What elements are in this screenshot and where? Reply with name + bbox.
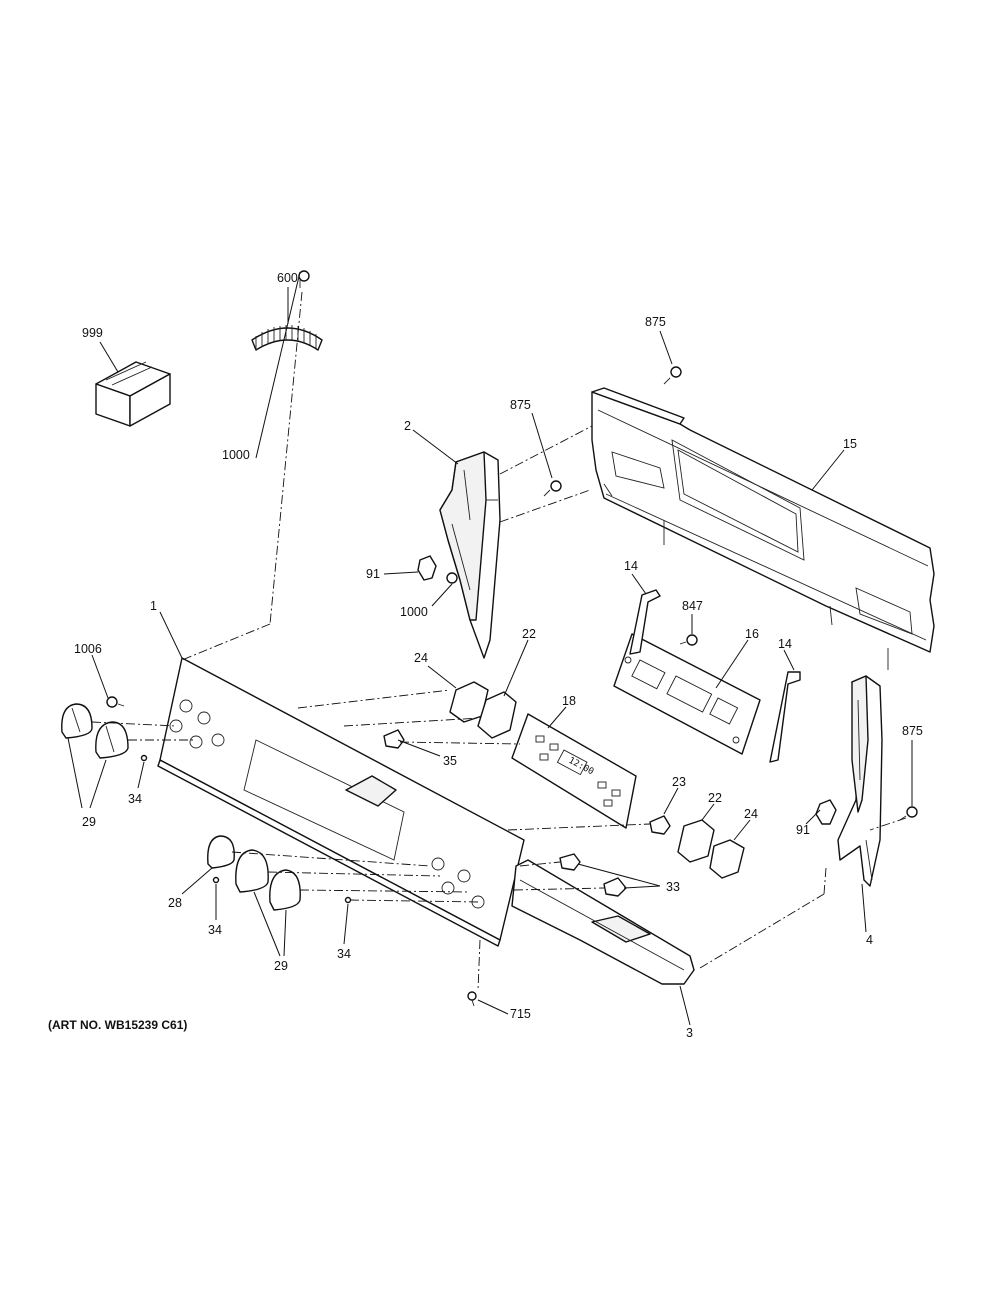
part-16-control-board [613, 633, 761, 755]
part-2-left-endcap [439, 451, 501, 659]
callout-15: 15 [843, 437, 857, 451]
part-14-bracket-left [629, 589, 661, 655]
callout-875-mid: 875 [510, 398, 531, 412]
assembly-lines [91, 291, 907, 991]
part-875-screw-right [899, 806, 918, 821]
callout-715: 715 [510, 1007, 531, 1021]
callout-29-upper: 29 [82, 815, 96, 829]
callout-14-right: 14 [778, 637, 792, 651]
part-33-clip-lower [603, 877, 627, 897]
callout-24-left: 24 [414, 651, 428, 665]
part-22-switch-left [477, 691, 517, 739]
part-23-clip [649, 815, 671, 835]
part-999-box [95, 361, 171, 427]
part-29-knob-lower-a [235, 849, 269, 893]
part-24-switch-right [709, 839, 745, 879]
callout-18: 18 [562, 694, 576, 708]
callout-28: 28 [168, 896, 182, 910]
part-847-screw [679, 634, 698, 646]
callout-875-right: 875 [902, 724, 923, 738]
part-1000-screw-left [446, 572, 458, 584]
callout-22-right: 22 [708, 791, 722, 805]
callout-999: 999 [82, 326, 103, 340]
part-3-lower-trim [511, 859, 695, 985]
callout-1000-top: 1000 [222, 448, 250, 462]
callout-600: 600 [277, 271, 298, 285]
part-33-clip-upper [559, 853, 581, 871]
part-14-bracket-right [769, 671, 801, 763]
part-29-knob-upper-a [61, 703, 93, 739]
callout-22-left: 22 [522, 627, 536, 641]
callout-35: 35 [443, 754, 457, 768]
part-91-bracket-right [815, 799, 837, 825]
callout-14-left: 14 [624, 559, 638, 573]
part-18-touchpad: 12:00 [511, 713, 637, 829]
callout-91-left: 91 [366, 567, 380, 581]
part-29-knob-lower-b [269, 869, 301, 911]
part-1006-screw [106, 696, 125, 708]
callout-1006: 1006 [74, 642, 102, 656]
callout-875-top: 875 [645, 315, 666, 329]
callout-33: 33 [666, 880, 680, 894]
callout-1: 1 [150, 599, 157, 613]
callout-4: 4 [866, 933, 873, 947]
callout-34-upper: 34 [128, 792, 142, 806]
callout-labels: 600 999 875 875 2 15 1000 91 1000 14 847… [74, 271, 923, 1040]
part-29-knob-upper-b [95, 721, 129, 759]
callout-1000-left: 1000 [400, 605, 428, 619]
part-1000-screw-top [298, 270, 310, 288]
part-15-rear-panel [591, 387, 935, 670]
callout-2: 2 [404, 419, 411, 433]
part-22-switch-right [677, 819, 715, 863]
callout-34-lower-right: 34 [337, 947, 351, 961]
callout-23: 23 [672, 775, 686, 789]
part-875-screw-mid [543, 480, 562, 497]
part-35-clip [383, 729, 405, 749]
part-1-control-panel [157, 657, 525, 947]
part-4-right-endcap [837, 675, 883, 887]
part-91-bracket-left [417, 555, 437, 581]
part-715-screw [467, 991, 477, 1007]
part-34-washers [140, 754, 352, 904]
callout-24-right: 24 [744, 807, 758, 821]
leader-lines [67, 271, 913, 1026]
callout-847: 847 [682, 599, 703, 613]
callout-29-lower: 29 [274, 959, 288, 973]
part-875-screw-top [663, 366, 682, 385]
part-28-knob [207, 835, 235, 869]
callout-16: 16 [745, 627, 759, 641]
callout-91-right: 91 [796, 823, 810, 837]
art-number-caption: (ART NO. WB15239 C61) [48, 1018, 187, 1032]
callout-3: 3 [686, 1026, 693, 1040]
callout-34-lower-left: 34 [208, 923, 222, 937]
